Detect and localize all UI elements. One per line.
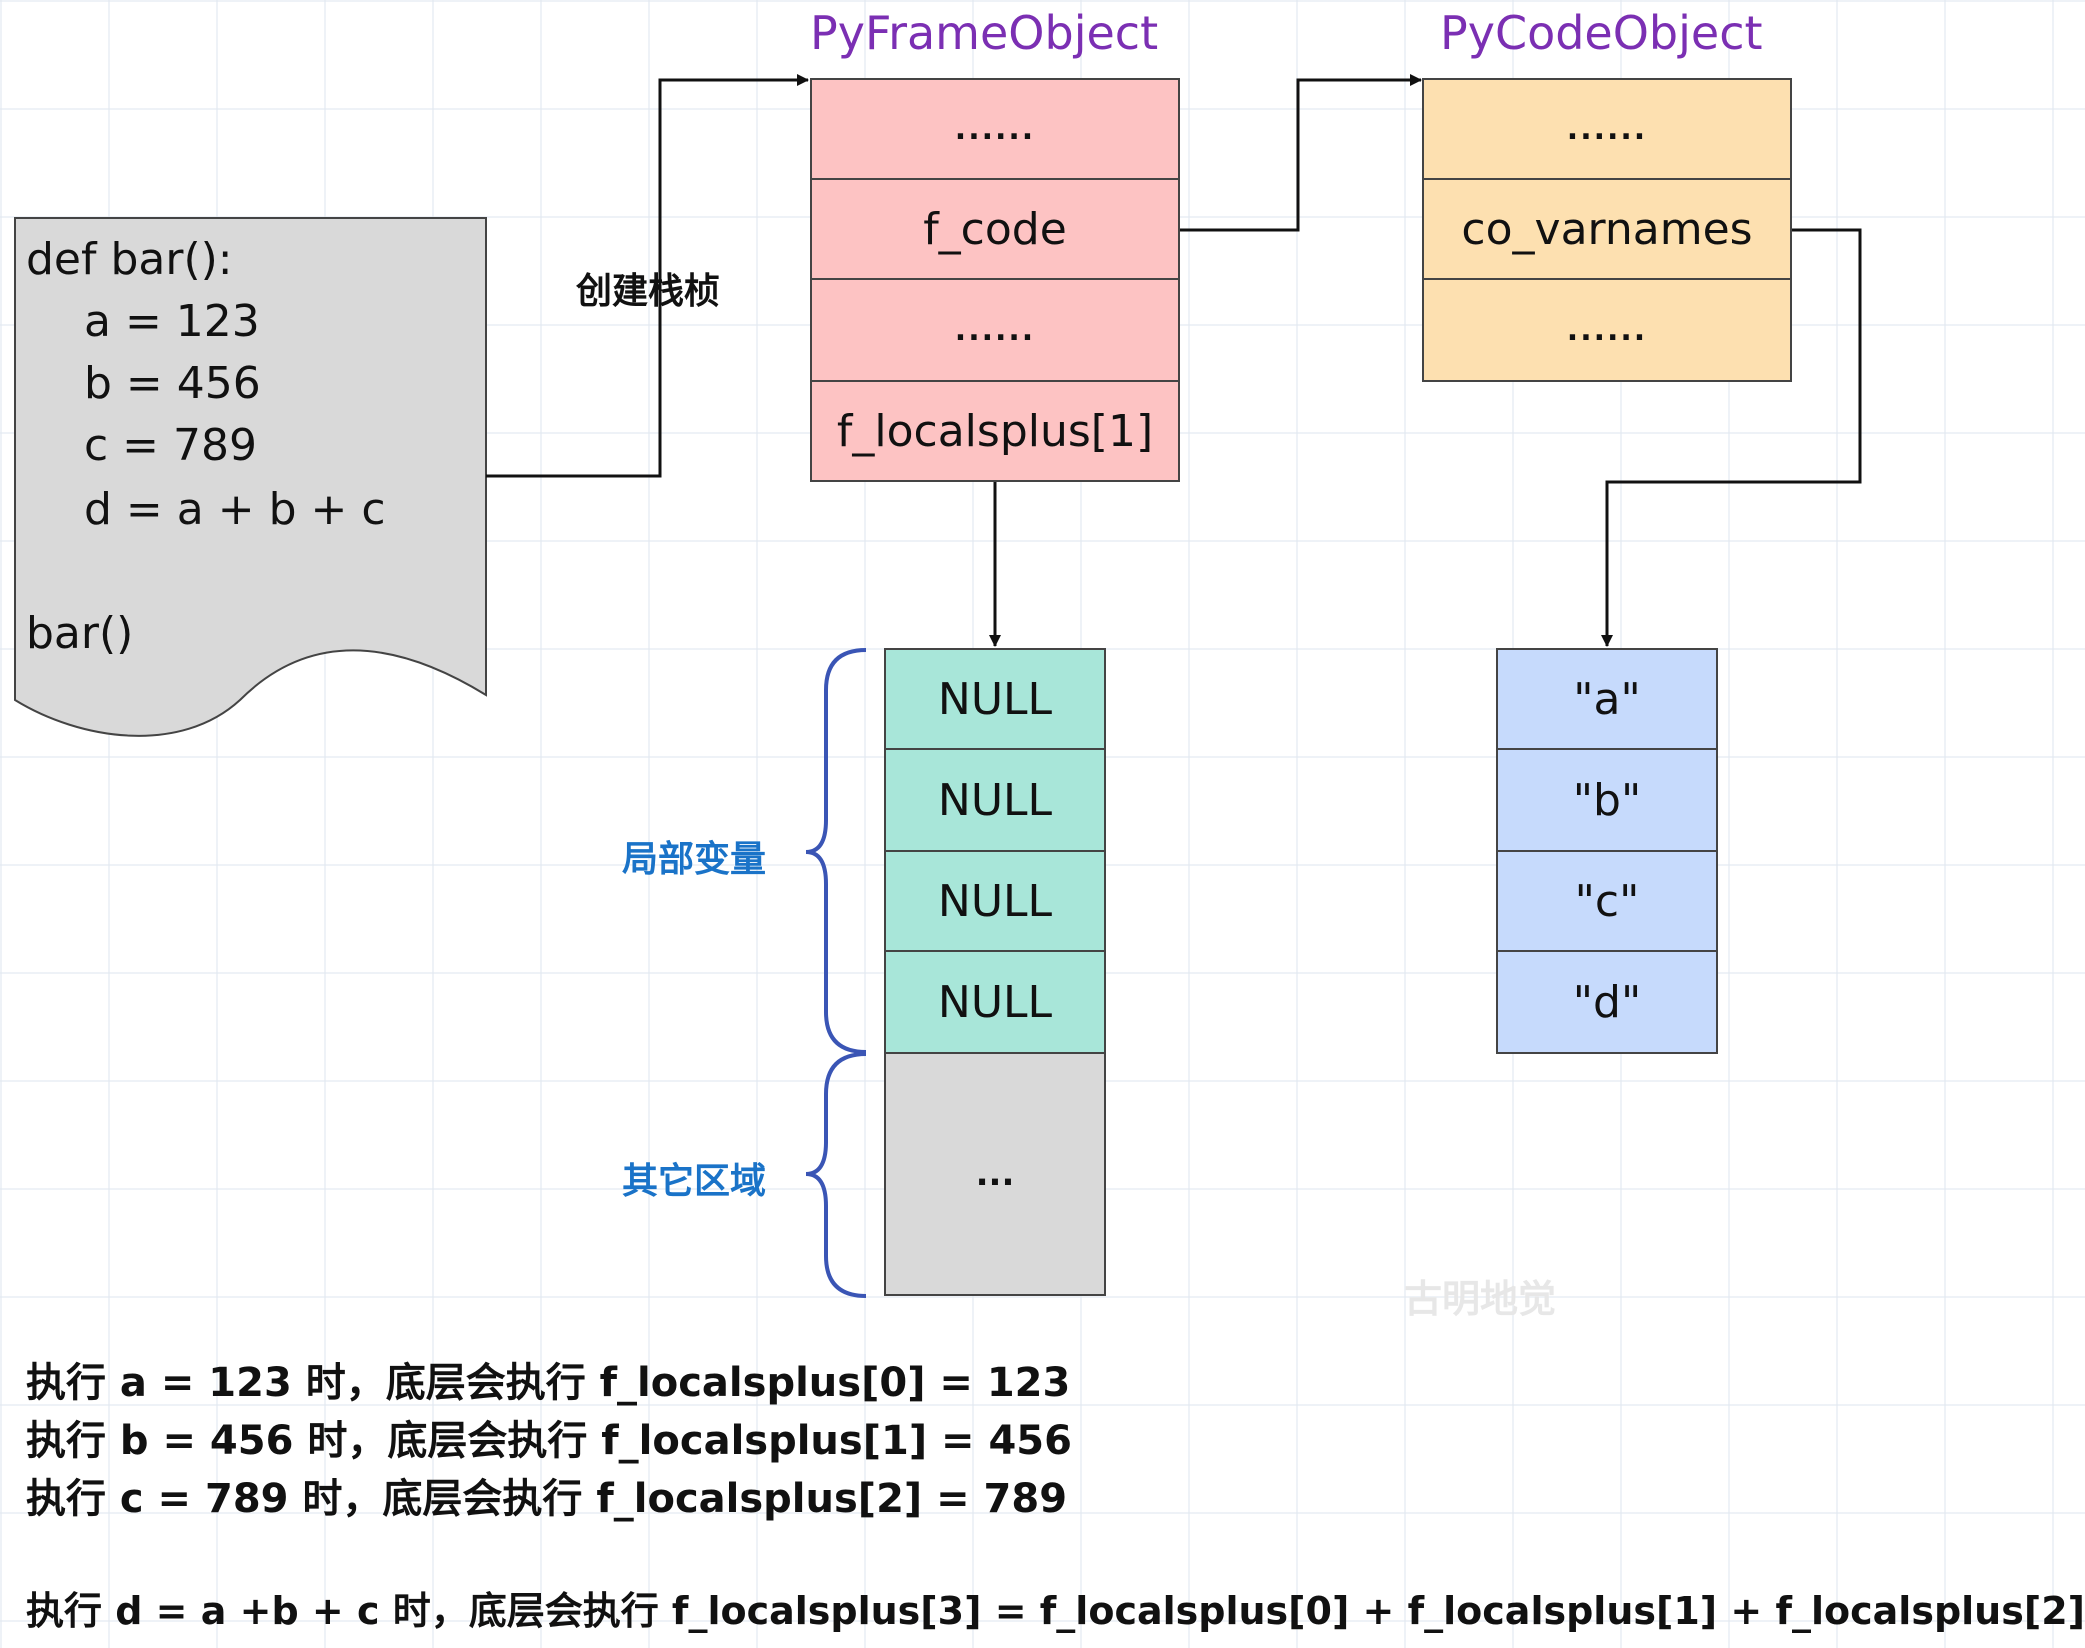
local-slot-3: NULL xyxy=(884,950,1106,1054)
locals-label: 局部变量 xyxy=(622,839,767,880)
diagram-canvas xyxy=(14,74,1862,1298)
note-line-c: 执行 c = 789 时，底层会执行 f_localsplus[2] = 789 xyxy=(26,1476,1068,1522)
source-code-shape xyxy=(14,217,487,737)
frame-field-f-code: f_code xyxy=(810,178,1180,280)
other-region-cell: ... xyxy=(884,1052,1106,1296)
local-slot-0: NULL xyxy=(884,648,1106,750)
other-region-brace xyxy=(805,1052,867,1298)
varname-d: "d" xyxy=(1496,950,1718,1054)
note-line-b: 执行 b = 456 时，底层会执行 f_localsplus[1] = 456 xyxy=(26,1418,1072,1464)
other-region-label: 其它区域 xyxy=(622,1161,767,1202)
source-line-def: def bar(): xyxy=(26,234,233,285)
code-field-ellipsis-top: ...... xyxy=(1422,78,1792,180)
source-line-b: b = 456 xyxy=(84,358,261,409)
frame-object-title: PyFrameObject xyxy=(810,6,1159,60)
source-line-call: bar() xyxy=(26,608,134,659)
local-slot-1: NULL xyxy=(884,748,1106,852)
frame-field-ellipsis-top: ...... xyxy=(810,78,1180,180)
code-field-co-varnames: co_varnames xyxy=(1422,178,1792,280)
code-field-ellipsis-bottom: ...... xyxy=(1422,278,1792,382)
varname-a: "a" xyxy=(1496,648,1718,750)
f-code-connector xyxy=(1180,74,1422,232)
varname-b: "b" xyxy=(1496,748,1718,852)
note-line-a: 执行 a = 123 时，底层会执行 f_localsplus[0] = 123 xyxy=(26,1360,1071,1406)
local-slot-2: NULL xyxy=(884,850,1106,952)
note-line-d: 执行 d = a +b + c 时，底层会执行 f_localsplus[3] … xyxy=(26,1589,2085,1633)
source-line-d: d = a + b + c xyxy=(84,484,386,535)
create-frame-label: 创建栈桢 xyxy=(576,271,721,312)
create-frame-connector xyxy=(486,74,809,478)
source-line-c: c = 789 xyxy=(84,420,258,471)
varname-c: "c" xyxy=(1496,850,1718,952)
varnames-connector xyxy=(1601,228,1862,647)
code-object-title: PyCodeObject xyxy=(1440,6,1763,60)
source-line-a: a = 123 xyxy=(84,296,260,347)
watermark: 古明地觉 xyxy=(1404,1277,1557,1321)
frame-field-f-localsplus: f_localsplus[1] xyxy=(810,380,1180,482)
frame-field-ellipsis-middle: ...... xyxy=(810,278,1180,382)
locals-brace xyxy=(805,648,867,1054)
